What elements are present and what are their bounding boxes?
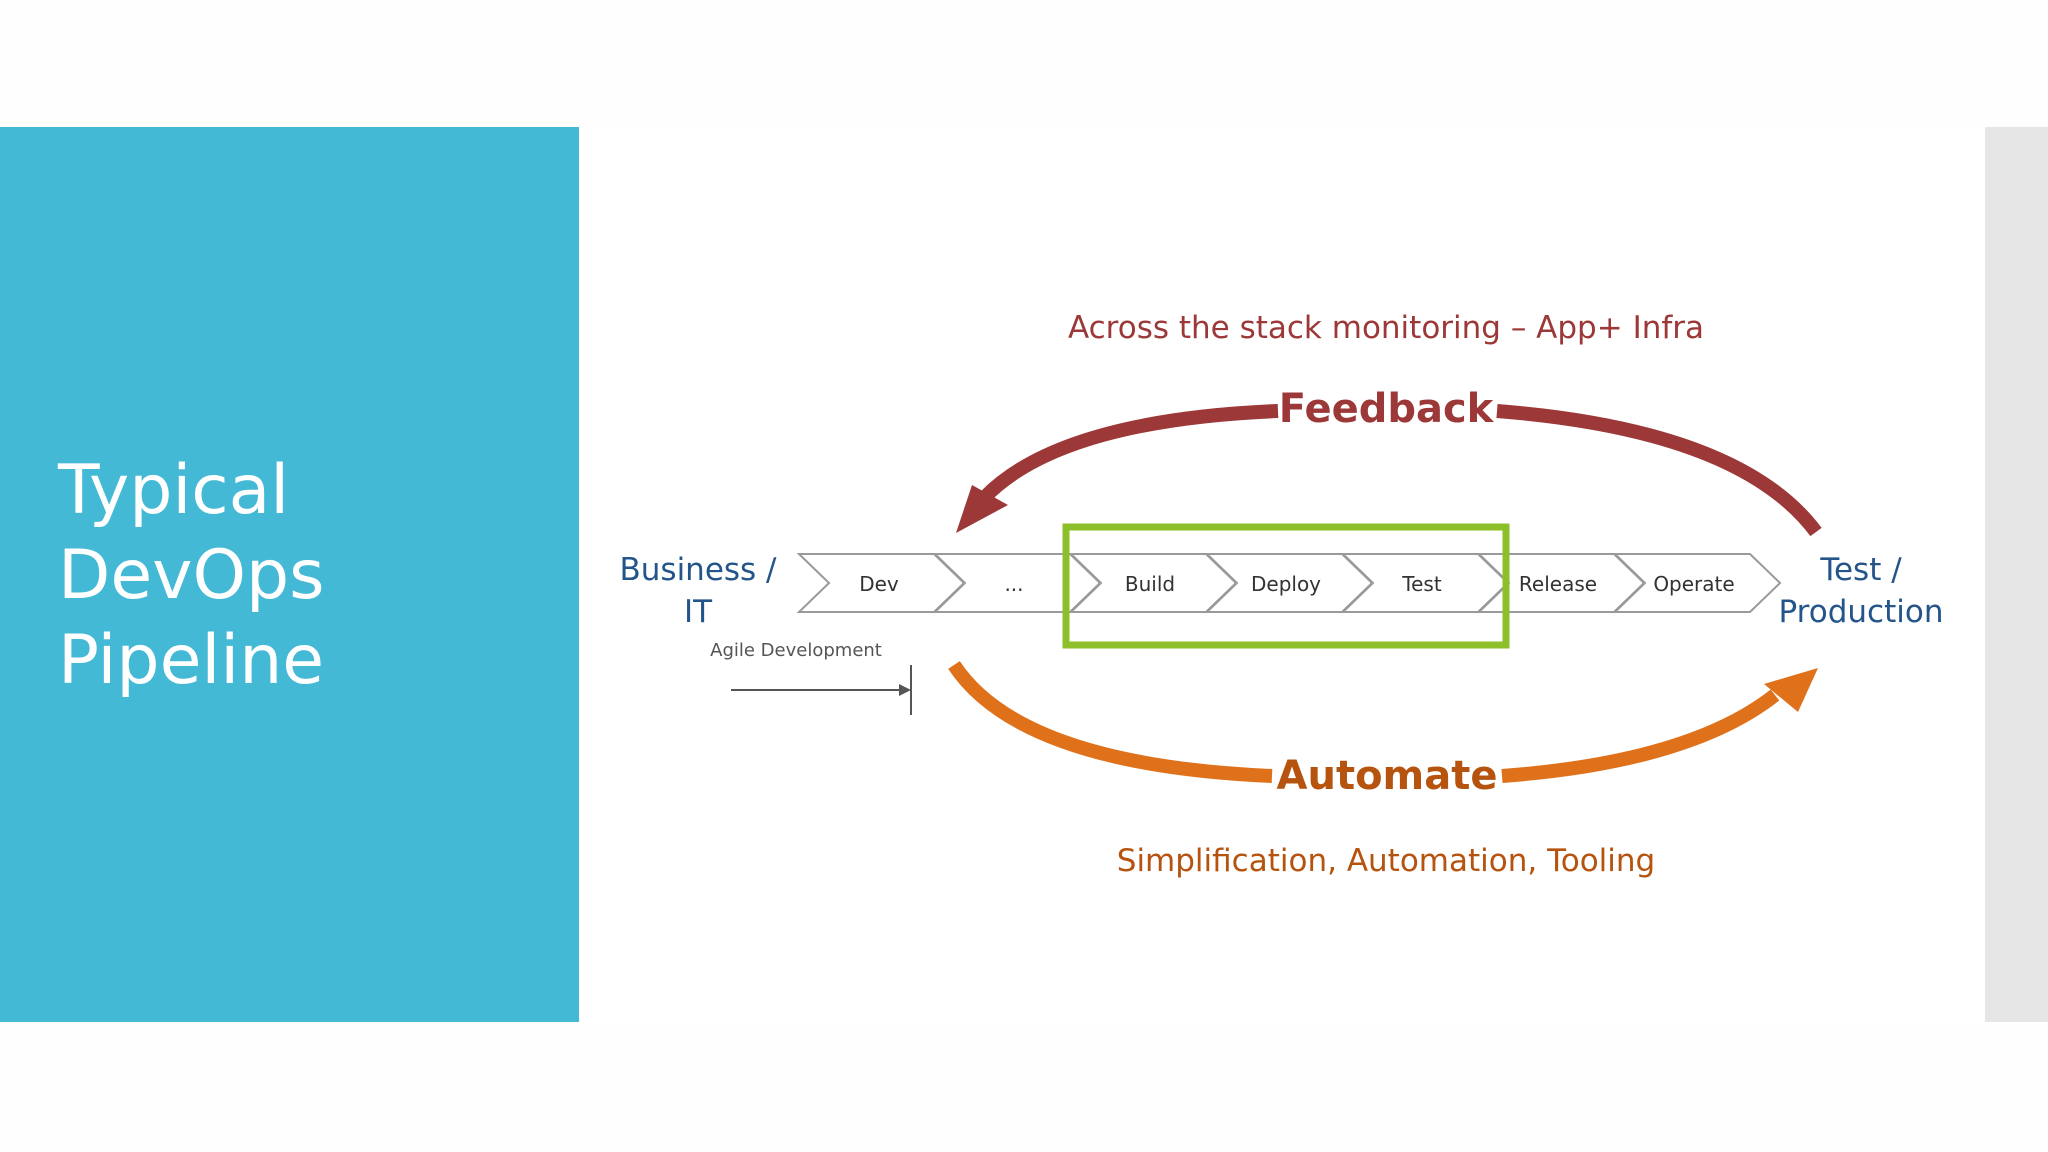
highlight-box: [1062, 523, 1510, 649]
feedback-label: Feedback: [1279, 386, 1495, 432]
automate-subtitle: Simplification, Automation, Tooling: [1117, 843, 1655, 879]
left-endpoint-line-1: Business /: [620, 552, 778, 588]
left-endpoint-line-2: IT: [684, 594, 713, 630]
slide-title-line-1: Typical: [58, 451, 290, 530]
slide-title-line-2: DevOps: [58, 536, 325, 615]
stage-dev: Dev: [796, 553, 966, 613]
automate-label: Automate: [1277, 753, 1498, 799]
pipeline-stages: Dev ... Build Deploy Test Release Operat…: [796, 553, 1782, 613]
right-endpoint-line-2: Production: [1779, 594, 1944, 630]
stage-test-label: Test: [1401, 572, 1442, 596]
feedback-arrowhead: [956, 485, 1008, 533]
title-panel: [0, 127, 579, 1022]
monitoring-caption: Across the stack monitoring – App+ Infra: [1068, 310, 1704, 346]
agile-label: Agile Development: [710, 640, 882, 661]
slide-edge-strip: [1985, 127, 2048, 1022]
stage-deploy: Deploy: [1204, 553, 1374, 613]
stage-operate: Operate: [1612, 553, 1782, 613]
feedback-arc-right: [1496, 404, 1822, 537]
stage-operate-label: Operate: [1653, 572, 1734, 596]
stage-deploy-label: Deploy: [1251, 572, 1321, 596]
stage-build-label: Build: [1125, 572, 1175, 596]
feedback-arc-left: [979, 404, 1279, 502]
automate-arc-right: [1501, 689, 1780, 783]
automate-arc-left: [948, 661, 1273, 783]
stage-release-label: Release: [1519, 572, 1597, 596]
slide-title-line-3: Pipeline: [58, 621, 325, 700]
stage-dev-label: Dev: [859, 572, 899, 596]
automate-arrowhead: [1764, 668, 1818, 712]
slide-title: Typical DevOps Pipeline: [58, 448, 558, 703]
stage-ellipsis-label: ...: [1004, 572, 1023, 596]
agile-arrowhead: [899, 684, 911, 696]
right-endpoint-line-1: Test /: [1819, 552, 1902, 588]
